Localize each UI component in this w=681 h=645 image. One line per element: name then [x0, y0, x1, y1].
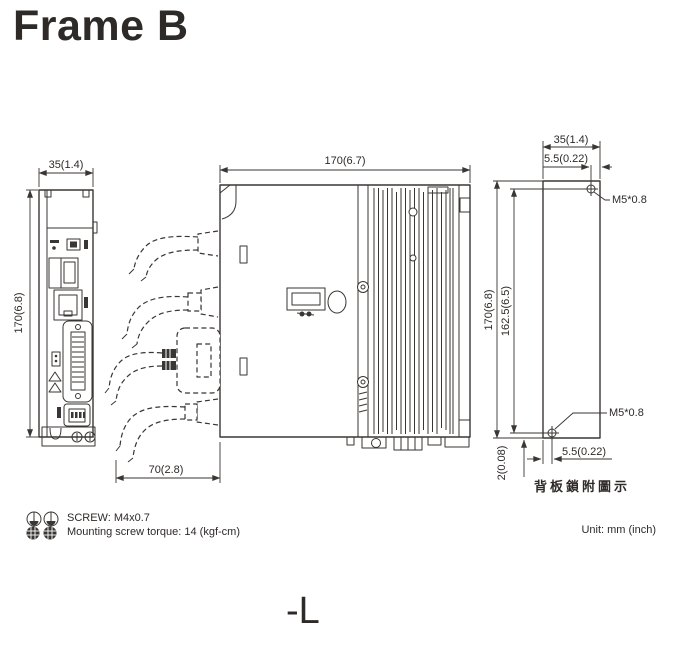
slotted-screw-icon [43, 511, 59, 527]
side-view-dimension-lines [115, 165, 471, 483]
back-top-offset-dimension: 5.5(0.22) [543, 153, 589, 165]
screw-note-icons [26, 511, 59, 540]
torque-note: Mounting screw torque: 14 (kgf-cm) [67, 526, 241, 538]
screw-hole-bottom-icon [545, 426, 559, 440]
cn1-connector [62, 320, 93, 403]
ethernet-port-icon [53, 289, 88, 321]
warning-triangle-icon [48, 351, 62, 393]
nameplate [286, 287, 347, 317]
hole-pitch-dimension: 162.5(6.5) [500, 285, 512, 337]
back-bottom-offset-dimension: 5.5(0.22) [561, 446, 607, 458]
unit-note: Unit: mm (inch) [581, 524, 656, 536]
back-view-dimension-lines [493, 141, 612, 477]
front-height-dimension: 170(6.8) [13, 292, 25, 334]
side-depth-dimension: 170(6.7) [324, 155, 366, 167]
cable-bend-dimension: 70(2.8) [148, 464, 184, 476]
slotted-screw-icon [26, 511, 42, 527]
knurled-screw-icon [26, 526, 40, 540]
back-plate-caption: 背板鎖附圖示 [534, 479, 631, 494]
screw-spec-note: SCREW: M4x0.7 [67, 512, 150, 524]
cable-bundles [104, 230, 221, 463]
front-view-dimension-lines [26, 168, 94, 438]
back-view-drawing [493, 141, 612, 477]
bottom-terminals [346, 436, 470, 451]
knurled-screw-icon [43, 526, 57, 540]
display-window [48, 257, 79, 289]
variant-label: -L [286, 590, 320, 632]
usb-port-icon [50, 238, 88, 251]
bottom-screws [41, 426, 96, 447]
front-width-dimension: 35(1.4) [48, 159, 84, 171]
back-height-dimension: 170(6.8) [483, 289, 495, 331]
side-view-drawing [104, 165, 471, 483]
screw-hole-top-icon [584, 182, 598, 196]
power-connector [57, 403, 91, 427]
top-screw-spec: M5*0.8 [612, 194, 647, 206]
page-title: Frame B [13, 2, 189, 50]
bottom-edge-offset-dimension: 2(0.08) [496, 445, 508, 481]
bottom-screw-spec: M5*0.8 [609, 407, 644, 419]
heatsink-fins [373, 185, 471, 437]
front-view-drawing [26, 168, 98, 447]
mounting-rail [357, 185, 369, 437]
back-width-dimension: 35(1.4) [553, 134, 589, 146]
